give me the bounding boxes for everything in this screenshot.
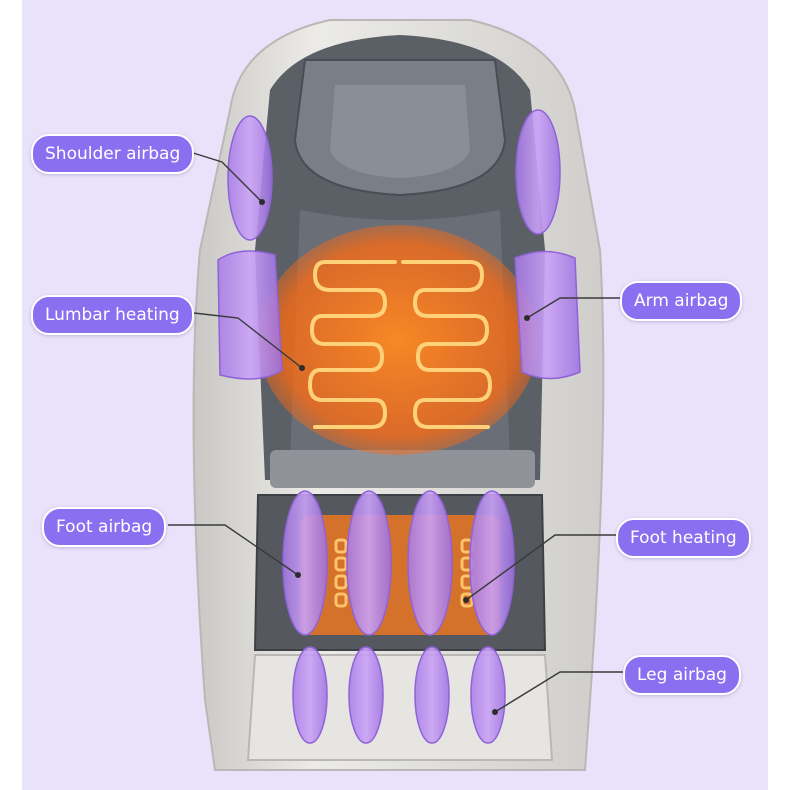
foot-airbag-2: [346, 490, 392, 636]
foot-airbag-1: [282, 490, 328, 636]
lumbar-heating-glow: [258, 225, 538, 455]
leader-dot: [295, 572, 301, 578]
leg-airbag-1: [292, 646, 328, 744]
leader-foot: [168, 524, 299, 576]
arm-airbag-label: Arm airbag: [620, 281, 743, 321]
leader-lumbar: [193, 312, 303, 369]
shoulder-airbag-left: [227, 115, 273, 241]
leg-airbag-4: [470, 646, 506, 744]
leg-airbag-3: [414, 646, 450, 744]
lumbar-heating-label: Lumbar heating: [31, 295, 194, 335]
leg-airbag-label: Leg airbag: [623, 655, 741, 695]
leader-leg: [494, 671, 623, 713]
shoulder-airbag-right: [515, 109, 561, 235]
leader-dot: [299, 365, 305, 371]
foot-heating-coil: [334, 538, 474, 608]
foot-airbag-4: [469, 490, 515, 636]
lumbar-heating-coil: [308, 260, 492, 429]
leader-footheat: [465, 534, 616, 601]
leader-dot: [259, 199, 265, 205]
leader-dot: [463, 597, 469, 603]
leg-airbag-2: [348, 646, 384, 744]
leader-dot: [524, 315, 530, 321]
leader-lines: [168, 151, 623, 713]
foot-heating-label: Foot heating: [616, 518, 751, 558]
foot-airbag-3: [407, 490, 453, 636]
foot-airbag-label: Foot airbag: [42, 507, 167, 547]
arm-airbag-left: [217, 250, 283, 380]
leader-shoulder: [189, 151, 263, 203]
arm-airbag-right: [514, 250, 581, 380]
seat: [270, 450, 535, 488]
leader-arm: [526, 297, 620, 319]
shoulder-airbag-label: Shoulder airbag: [31, 134, 195, 174]
leader-dot: [492, 709, 498, 715]
